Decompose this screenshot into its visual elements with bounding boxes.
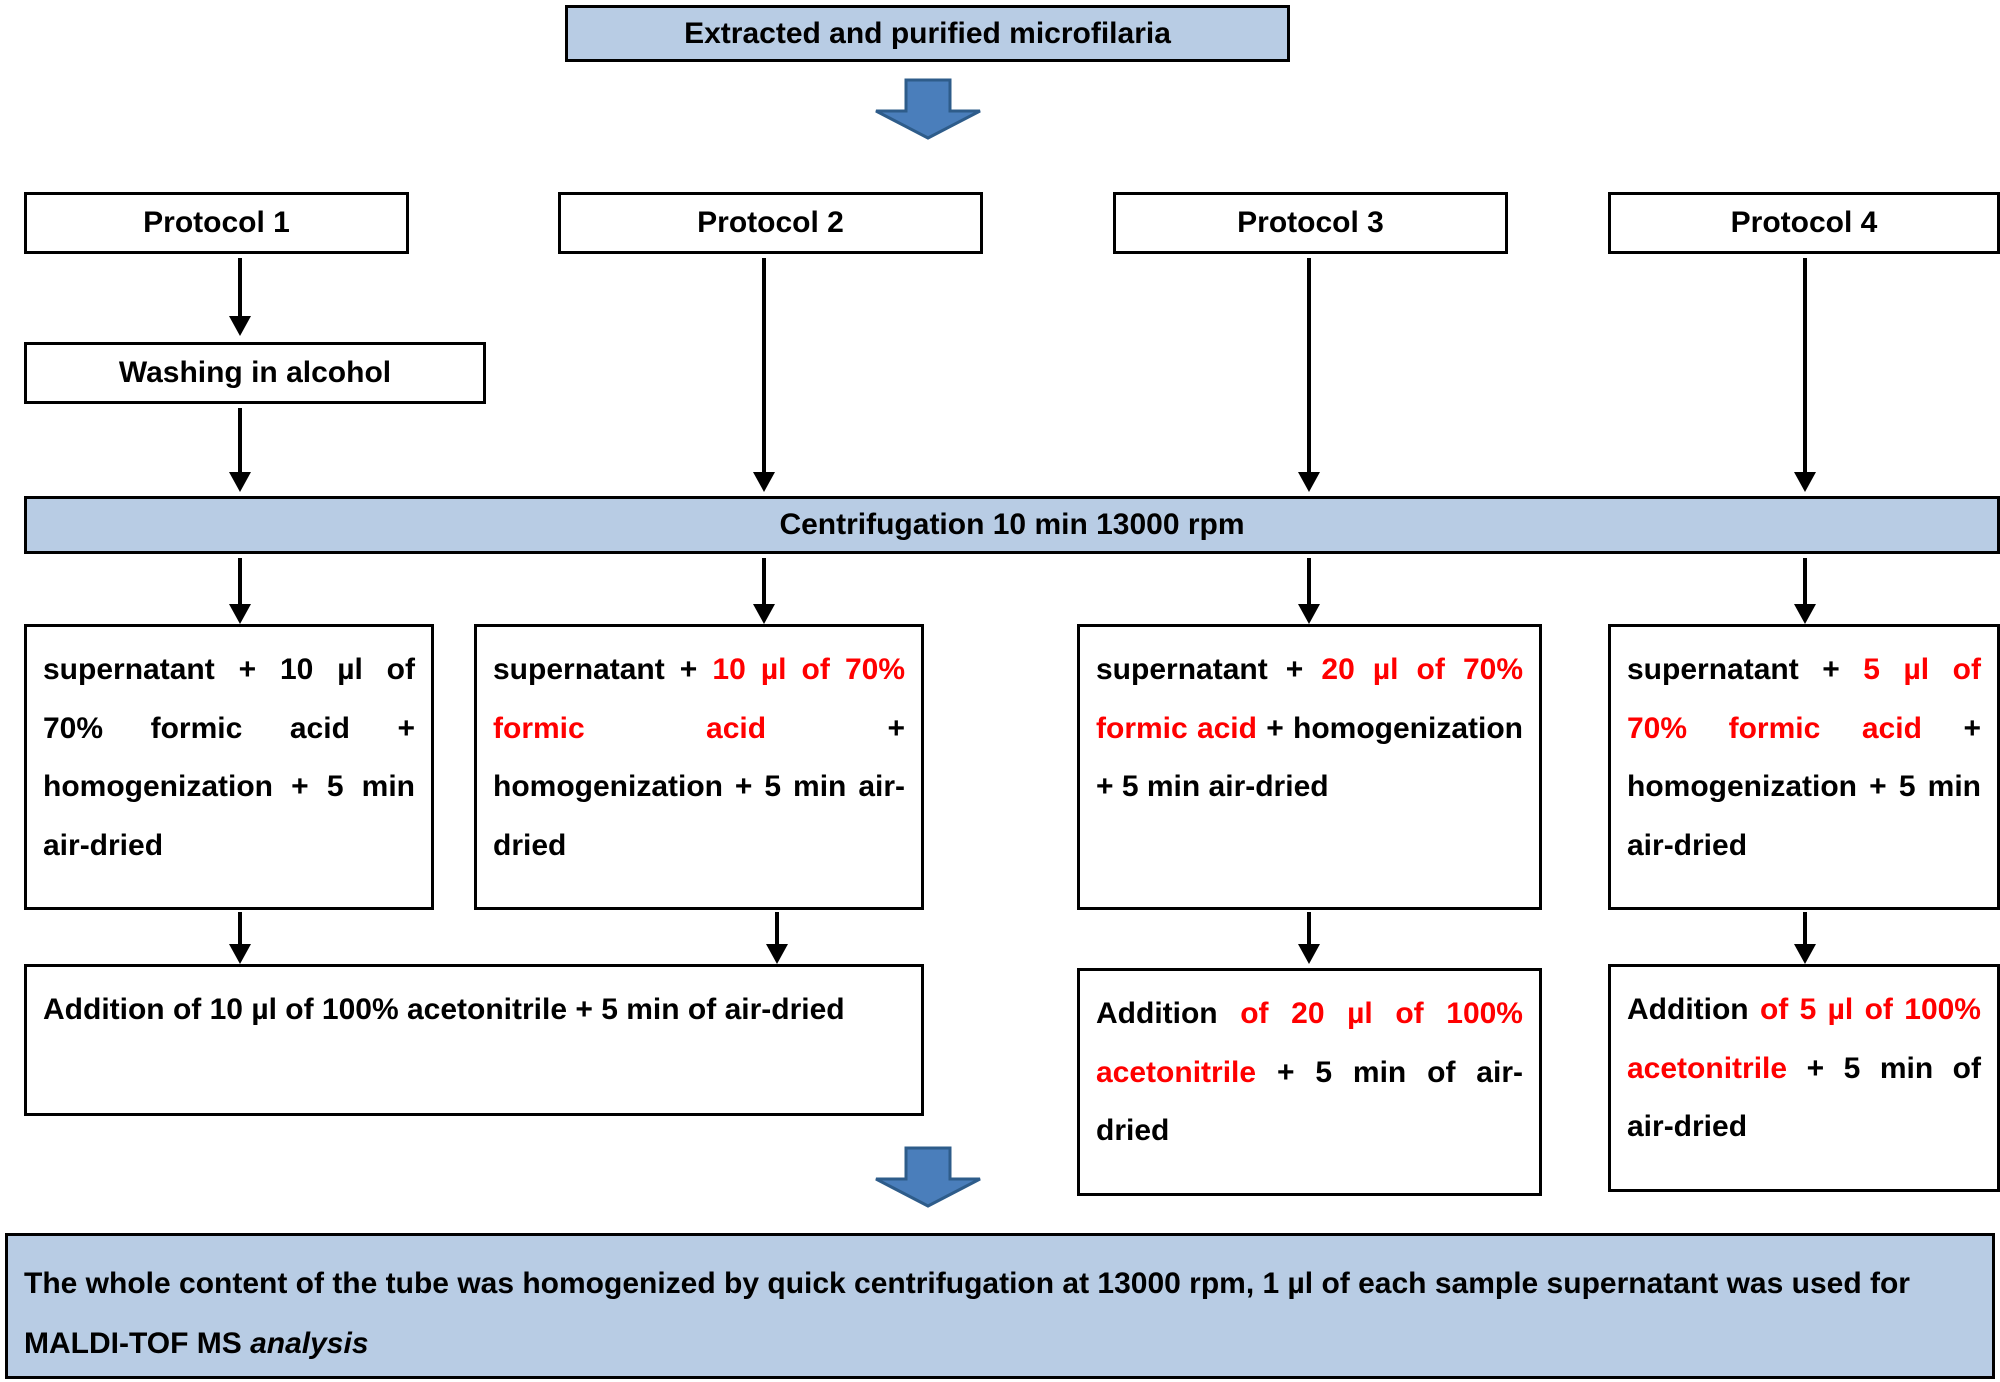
text-run-plain-2: + homogenization + 5 min air-dried [493, 711, 905, 862]
down-arrow-icon-washing-to-centrifugation [228, 408, 252, 492]
acetonitrile-text-1: Addition of 10 µl of 100% acetonitrile +… [27, 967, 921, 1050]
down-arrow-icon-p4-to-centrifugation [1793, 258, 1817, 492]
text-run-plain-0: supernatant + [493, 653, 713, 686]
extracted-microfilaria-banner: Extracted and purified microfilaria [565, 5, 1290, 62]
washing-in-alcohol-label: Washing in alcohol [118, 356, 392, 389]
protocol-box-1: Protocol 1 [24, 192, 409, 254]
washing-in-alcohol-box: Washing in alcohol [24, 342, 486, 404]
down-arrow-icon-centrifugation-to-supernatant-2 [752, 558, 776, 624]
down-arrow-icon-p3-to-centrifugation [1297, 258, 1321, 492]
supernatant-box-1: supernatant + 10 µl of 70% formic acid +… [24, 624, 434, 910]
text-run-plain-0: Addition of 10 µl of 100% acetonitrile +… [43, 993, 845, 1026]
down-arrow-icon-p1-to-washing [228, 258, 252, 336]
text-run-plain-0: Addition [1096, 997, 1241, 1030]
text-run-plain-2: + 5 min of air-dried [1627, 1051, 1981, 1144]
text-run-plain-0: supernatant + 10 µl of 70% formic acid +… [43, 653, 415, 862]
protocol-box-2: Protocol 2 [558, 192, 983, 254]
acetonitrile-box-3: Addition of 5 µl of 100% acetonitrile + … [1608, 964, 2000, 1192]
supernatant-text-1: supernatant + 10 µl of 70% formic acid +… [27, 627, 431, 885]
big-down-arrow-icon-top [873, 78, 983, 140]
down-arrow-icon-centrifugation-to-supernatant-4 [1793, 558, 1817, 624]
protocol-box-3: Protocol 3 [1113, 192, 1508, 254]
supernatant-box-3: supernatant + 20 µl of 70% formic acid +… [1077, 624, 1542, 910]
supernatant-text-3: supernatant + 20 µl of 70% formic acid +… [1080, 627, 1539, 827]
down-arrow-icon-centrifugation-to-supernatant-1 [228, 558, 252, 624]
text-run-highlight-1: 5 µl of 70% formic acid [1627, 653, 1981, 745]
text-run-plain-2: + homogenization + 5 min air-dried [1096, 711, 1523, 804]
centrifugation-banner: Centrifugation 10 min 13000 rpm [24, 496, 2000, 554]
supernatant-text-4: supernatant + 5 µl of 70% formic acid + … [1611, 627, 1997, 885]
text-run-highlight-1: 20 µl of 70% formic acid [1096, 653, 1523, 745]
footer-text: The whole content of the tube was homoge… [8, 1236, 1992, 1382]
supernatant-text-2: supernatant + 10 µl of 70% formic acid +… [477, 627, 921, 885]
protocol-label-4: Protocol 4 [1730, 206, 1878, 239]
text-run-highlight-1: of 5 µl of 100% acetonitrile [1627, 993, 1981, 1085]
text-run-plain-2: + homogenization + 5 min air-dried [1627, 711, 1981, 862]
text-run-highlight-1: 10 µl of 70% formic acid [493, 653, 905, 745]
down-arrow-icon-centrifugation-to-supernatant-3 [1297, 558, 1321, 624]
text-run-plain-0: supernatant + [1627, 653, 1864, 686]
acetonitrile-text-2: Addition of 20 µl of 100% acetonitrile +… [1080, 971, 1539, 1171]
text-run-plain-0: Addition [1627, 993, 1760, 1026]
supernatant-box-2: supernatant + 10 µl of 70% formic acid +… [474, 624, 924, 910]
text-run-plain-2: + 5 min of air-dried [1096, 1055, 1523, 1148]
down-arrow-icon-supernatant1-to-acetonitrile [228, 912, 252, 964]
acetonitrile-box-2: Addition of 20 µl of 100% acetonitrile +… [1077, 968, 1542, 1196]
big-down-arrow-icon-bottom [873, 1146, 983, 1208]
protocol-label-2: Protocol 2 [697, 206, 844, 239]
down-arrow-icon-p2-to-centrifugation [752, 258, 776, 492]
footer-italic-text: analysis [250, 1327, 369, 1360]
text-run-highlight-1: of 20 µl of 100% acetonitrile [1096, 997, 1523, 1089]
acetonitrile-box-1: Addition of 10 µl of 100% acetonitrile +… [24, 964, 924, 1116]
down-arrow-icon-supernatant2-to-acetonitrile [765, 912, 789, 964]
supernatant-box-4: supernatant + 5 µl of 70% formic acid + … [1608, 624, 2000, 910]
down-arrow-icon-supernatant4-to-acetonitrile [1793, 912, 1817, 964]
acetonitrile-text-3: Addition of 5 µl of 100% acetonitrile + … [1611, 967, 1997, 1167]
protocol-label-3: Protocol 3 [1237, 206, 1384, 239]
centrifugation-label: Centrifugation 10 min 13000 rpm [779, 508, 1245, 541]
protocol-label-1: Protocol 1 [143, 206, 290, 239]
down-arrow-icon-supernatant3-to-acetonitrile [1297, 912, 1321, 964]
footer-banner: The whole content of the tube was homoge… [5, 1233, 1995, 1379]
text-run-plain-0: supernatant + [1096, 653, 1322, 686]
footer-plain-text: The whole content of the tube was homoge… [24, 1267, 1910, 1360]
protocol-box-4: Protocol 4 [1608, 192, 2000, 254]
extracted-microfilaria-label: Extracted and purified microfilaria [684, 16, 1171, 50]
